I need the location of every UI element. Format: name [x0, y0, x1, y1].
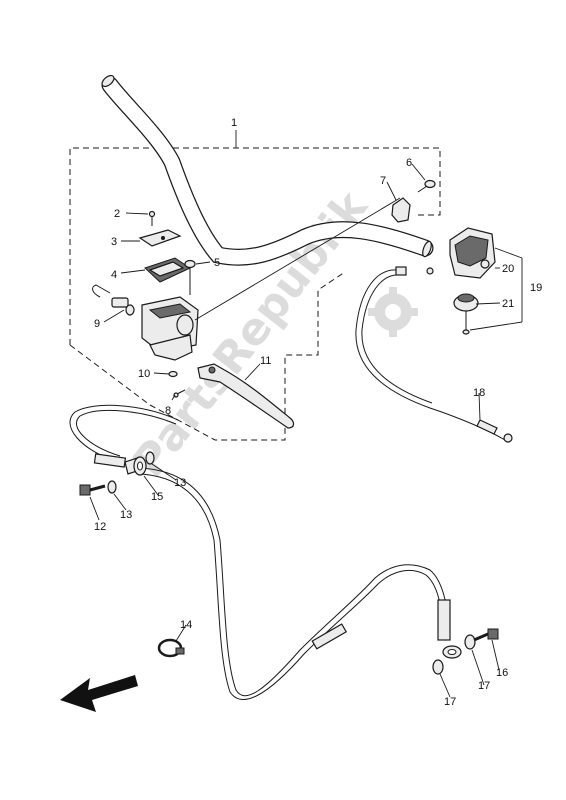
callout-11: 11 — [260, 355, 271, 367]
callout-15: 15 — [151, 491, 163, 503]
banjo-fitting-top — [124, 456, 147, 476]
brake-lever — [197, 363, 295, 429]
callout-3: 3 — [111, 236, 117, 248]
clamp-bolt — [417, 179, 436, 193]
callouts: 1 2 3 4 5 6 7 8 9 10 11 12 13 13 14 15 1… — [94, 117, 542, 708]
reservoir-diaphragm — [144, 257, 192, 283]
callout-4: 4 — [111, 269, 117, 281]
callout-9: 9 — [94, 318, 100, 330]
callout-20: 20 — [502, 263, 514, 275]
callout-12: 12 — [94, 521, 106, 533]
bolt-16 — [473, 628, 499, 642]
pin-8 — [173, 389, 186, 398]
callout-5: 5 — [214, 257, 220, 269]
callout-13-lower: 13 — [120, 509, 132, 521]
cap-screw — [148, 210, 156, 226]
assembly-boundary — [69, 147, 441, 441]
callout-2: 2 — [114, 208, 120, 220]
gear-icon — [368, 287, 418, 337]
reservoir-cap — [138, 229, 182, 247]
callout-17-left: 17 — [444, 696, 456, 708]
banjo-fitting-bottom — [437, 599, 462, 659]
brake-hose — [69, 404, 449, 701]
lever-pivot-bolt — [184, 259, 196, 295]
brake-switch — [92, 284, 135, 316]
callout-14: 14 — [180, 619, 192, 631]
callout-6: 6 — [406, 157, 412, 169]
switch-cap — [453, 293, 479, 335]
master-cylinder — [141, 296, 199, 361]
handlebar-clamp — [194, 197, 411, 321]
callout-8: 8 — [165, 405, 171, 417]
callout-13-upper: 13 — [174, 477, 186, 489]
bolt-12 — [79, 484, 106, 496]
callout-21: 21 — [502, 298, 514, 310]
washer-13a — [145, 451, 155, 465]
front-arrow-icon — [60, 675, 138, 712]
leader-lines — [89, 130, 523, 698]
hose-clamp — [157, 638, 185, 658]
handlebar — [101, 74, 434, 266]
callout-1: 1 — [231, 117, 237, 129]
callout-16: 16 — [496, 667, 508, 679]
callout-18: 18 — [473, 387, 485, 399]
washer-10 — [168, 370, 178, 378]
washer-17b — [464, 634, 476, 650]
washer-17a — [432, 659, 444, 675]
washer-13b — [107, 480, 117, 494]
callout-10: 10 — [138, 368, 150, 380]
switch-housing — [449, 227, 496, 279]
callout-17-right: 17 — [478, 680, 490, 692]
switch-cable — [355, 266, 513, 443]
callout-7: 7 — [380, 175, 386, 187]
callout-19: 19 — [530, 282, 542, 294]
